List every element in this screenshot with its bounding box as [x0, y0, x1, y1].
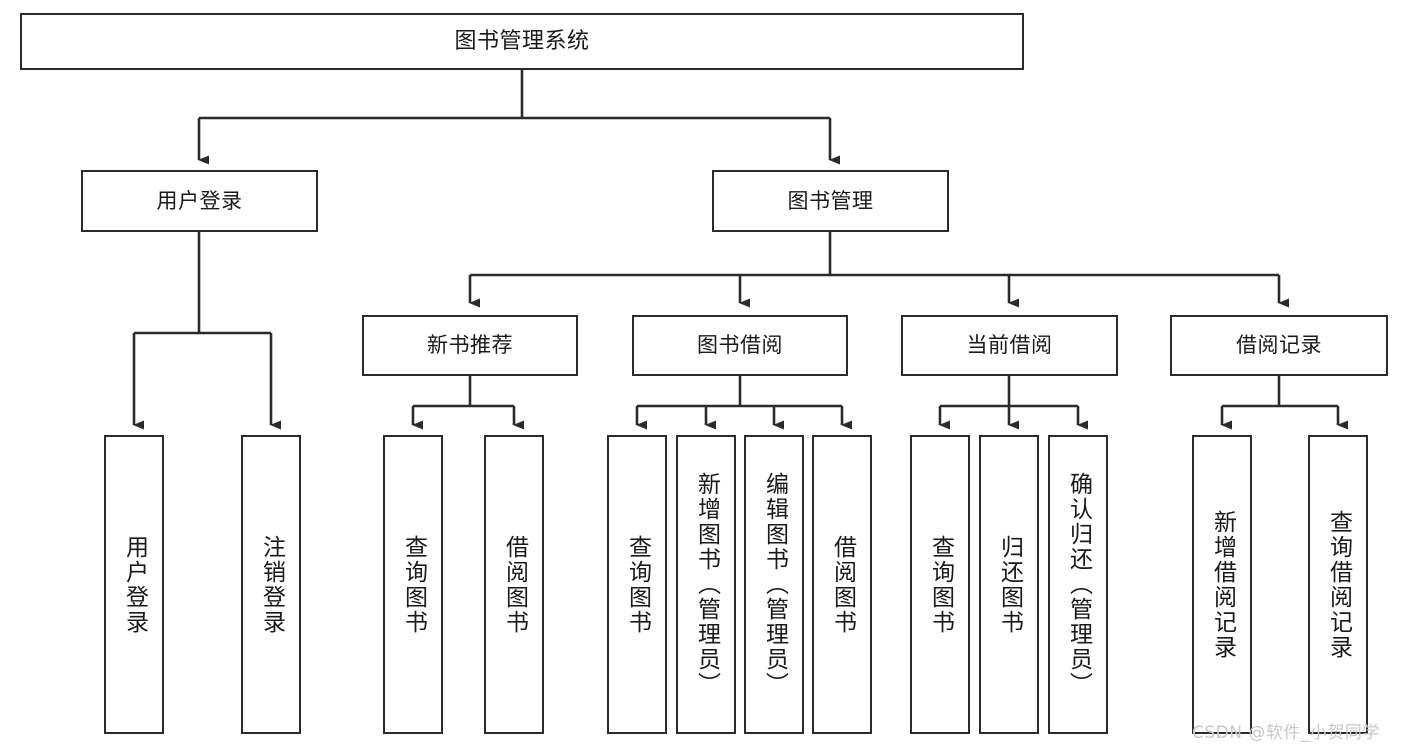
leaf-bo-borrow-book[interactable]: 借阅图书	[812, 435, 872, 734]
node-borrow-record-label: 借阅记录	[1236, 333, 1322, 358]
node-borrow-record[interactable]: 借阅记录	[1170, 315, 1388, 376]
leaf-cu-return-book-label: 归还图书	[996, 534, 1023, 635]
node-user-login-label: 用户登录	[156, 188, 243, 213]
leaf-nb-borrow-book-label: 借阅图书	[501, 534, 528, 635]
leaf-bo-add-book[interactable]: 新增图书（管理员）	[676, 435, 736, 734]
leaf-nb-query-book-label: 查询图书	[400, 534, 427, 635]
node-book-management[interactable]: 图书管理	[712, 170, 949, 232]
leaf-cu-confirm-return[interactable]: 确认归还（管理员）	[1048, 435, 1108, 734]
leaf-re-query-record-label: 查询借阅记录	[1325, 509, 1352, 660]
leaf-bo-edit-book[interactable]: 编辑图书（管理员）	[744, 435, 804, 734]
node-book-borrow[interactable]: 图书借阅	[632, 315, 848, 376]
leaf-logout-label: 注销登录	[258, 534, 285, 635]
leaf-cu-query-book[interactable]: 查询图书	[910, 435, 970, 734]
leaf-cu-confirm-return-label: 确认归还（管理员）	[1065, 472, 1092, 697]
leaf-nb-borrow-book[interactable]: 借阅图书	[484, 435, 544, 734]
leaf-bo-query-book-label: 查询图书	[624, 534, 651, 635]
node-new-book-recommend-label: 新书推荐	[427, 333, 513, 358]
node-root-label: 图书管理系统	[454, 28, 590, 54]
leaf-bo-query-book[interactable]: 查询图书	[607, 435, 667, 734]
node-root[interactable]: 图书管理系统	[20, 13, 1024, 70]
node-user-login[interactable]: 用户登录	[81, 170, 318, 232]
leaf-nb-query-book[interactable]: 查询图书	[383, 435, 443, 734]
node-book-borrow-label: 图书借阅	[697, 333, 783, 358]
leaf-logout[interactable]: 注销登录	[241, 435, 301, 734]
node-current-borrow-label: 当前借阅	[966, 333, 1053, 358]
leaf-re-add-record-label: 新增借阅记录	[1209, 509, 1236, 660]
leaf-re-add-record[interactable]: 新增借阅记录	[1192, 435, 1252, 734]
leaf-cu-query-book-label: 查询图书	[927, 534, 954, 635]
leaf-re-query-record[interactable]: 查询借阅记录	[1308, 435, 1368, 734]
node-book-management-label: 图书管理	[787, 188, 874, 213]
node-new-book-recommend[interactable]: 新书推荐	[362, 315, 578, 376]
leaf-bo-borrow-book-label: 借阅图书	[829, 534, 856, 635]
node-current-borrow[interactable]: 当前借阅	[901, 315, 1118, 376]
leaf-cu-return-book[interactable]: 归还图书	[979, 435, 1039, 734]
leaf-bo-add-book-label: 新增图书（管理员）	[693, 472, 720, 697]
leaf-user-login[interactable]: 用户登录	[104, 435, 164, 734]
leaf-user-login-label: 用户登录	[121, 534, 148, 635]
leaf-bo-edit-book-label: 编辑图书（管理员）	[761, 472, 788, 697]
